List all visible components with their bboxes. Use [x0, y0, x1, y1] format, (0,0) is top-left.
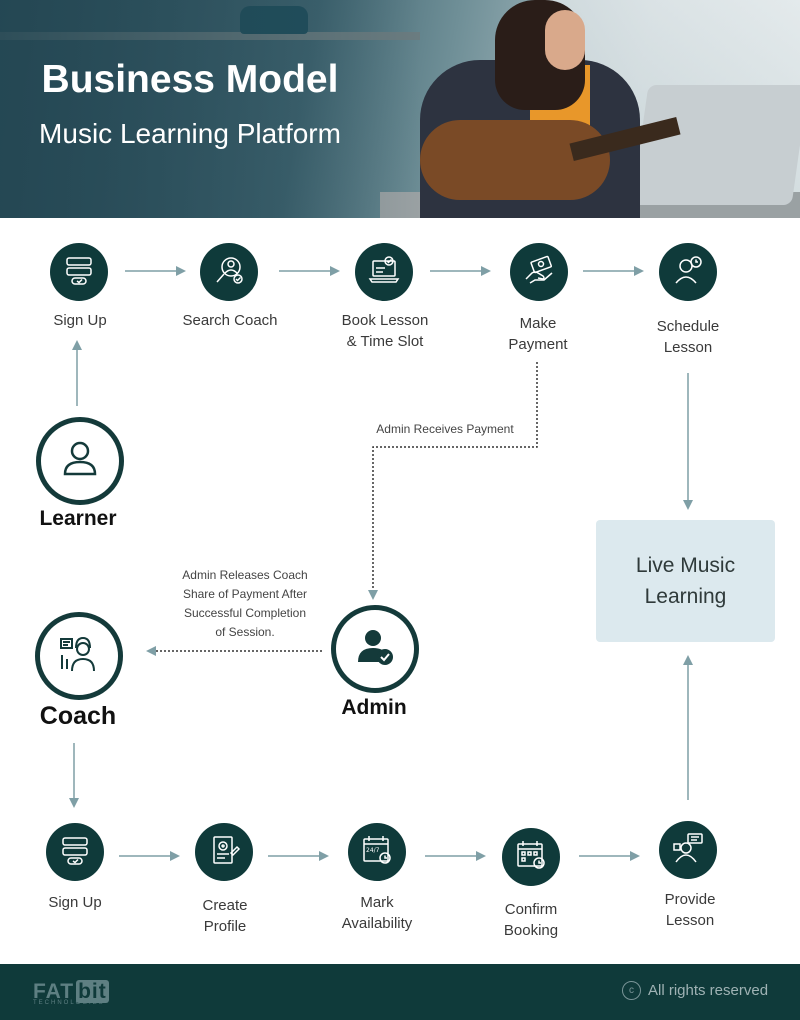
- rights-text: All rights reserved: [648, 982, 769, 999]
- make-payment-node: [510, 243, 568, 301]
- learner-signup-node: [50, 243, 108, 301]
- schedule-lesson-node: [659, 243, 717, 301]
- book-lesson-node: [355, 243, 413, 301]
- coach-headset-icon: [56, 631, 102, 682]
- search-coach-node: [200, 243, 258, 301]
- mark-availability-label: Mark Availability: [341, 894, 413, 932]
- header-banner: Business Model Music Learning Platform: [0, 0, 800, 218]
- coach-label: Coach: [39, 702, 117, 730]
- page-subtitle: Music Learning Platform: [39, 118, 341, 149]
- provide-lesson-label: Provide Lesson: [664, 891, 716, 929]
- coach-signup-label: Sign Up: [48, 894, 102, 911]
- schedule-lesson-label: Schedule Lesson: [656, 318, 720, 356]
- copyright-icon: c: [622, 981, 641, 1000]
- signup-form-icon: [58, 833, 92, 872]
- logo-subtext: TECHNOLOGIES: [33, 1000, 105, 1006]
- create-profile-node: [195, 823, 253, 881]
- provide-lesson-node: [659, 821, 717, 879]
- learner-signup-label: Sign Up: [53, 312, 107, 329]
- svg-text:24/7: 24/7: [366, 847, 380, 854]
- profile-document-icon: [207, 833, 241, 872]
- admin-receives-note: Admin Receives Payment: [376, 422, 514, 436]
- calendar-24-7-icon: 24/7: [360, 833, 394, 872]
- guitar-image: [420, 120, 610, 200]
- learner-node: [36, 417, 124, 505]
- search-user-icon: [212, 253, 246, 292]
- learner-label: Learner: [39, 507, 117, 530]
- admin-node: [331, 605, 419, 693]
- laptop-booking-icon: [367, 253, 401, 292]
- calendar-clock-icon: [514, 838, 548, 877]
- make-payment-label: Make Payment: [508, 315, 568, 353]
- teacher-board-icon: [671, 831, 705, 870]
- user-icon: [57, 436, 103, 487]
- confirm-booking-label: Confirm Booking: [503, 901, 559, 939]
- admin-label: Admin: [341, 696, 407, 719]
- signup-form-icon: [62, 253, 96, 292]
- create-profile-label: Create Profile: [202, 897, 248, 935]
- schedule-person-icon: [671, 253, 705, 292]
- confirm-booking-node: [502, 828, 560, 886]
- admin-verified-icon: [352, 624, 398, 675]
- coach-signup-node: [46, 823, 104, 881]
- mark-availability-node: 24/7: [348, 823, 406, 881]
- book-lesson-label: Book Lesson & Time Slot: [341, 312, 429, 350]
- coach-node: [35, 612, 123, 700]
- page-title: Business Model: [41, 58, 339, 101]
- live-music-learning-box: Live Music Learning: [596, 520, 775, 642]
- admin-releases-note: Admin Releases Coach Share of Payment Af…: [182, 568, 308, 639]
- search-coach-label: Search Coach: [182, 312, 278, 329]
- arrow-payment-admin: [368, 362, 538, 600]
- payment-hand-icon: [522, 253, 556, 292]
